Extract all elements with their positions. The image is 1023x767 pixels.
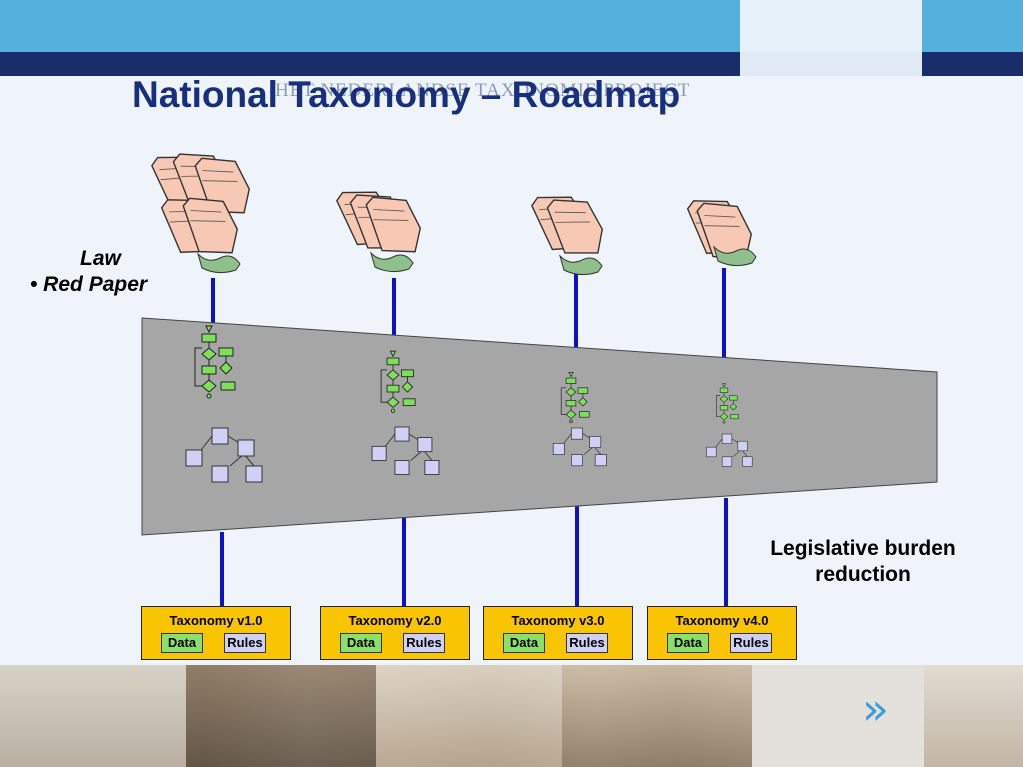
- rules-box: Rules: [224, 633, 266, 653]
- paper-stack-icon: [529, 184, 609, 276]
- connector-lines: [211, 268, 728, 607]
- footer-photo-panel: [376, 665, 562, 767]
- reduction-funnel: [141, 317, 938, 536]
- taxonomy-title: Taxonomy v4.0: [675, 613, 769, 628]
- footer-photo-panel: [752, 665, 924, 767]
- taxonomy-box-v4: Taxonomy v4.0 Data Rules: [647, 606, 797, 660]
- data-box: Data: [161, 633, 203, 653]
- law-label: Law: [80, 247, 121, 270]
- footer-photo-panel: [924, 665, 1023, 767]
- legislative-burden-note: Legislative burden reduction: [770, 537, 956, 586]
- paper-stack-icon: [334, 179, 426, 273]
- slide-title: National Taxonomy – Roadmap: [132, 74, 681, 115]
- header-band-dark-gap: [740, 52, 922, 76]
- rules-box: Rules: [566, 633, 608, 653]
- watermark-logo-text: HET NEDERLANDSE TAXONOMIE PROJECT: [275, 80, 691, 101]
- taxonomy-box-v1: Taxonomy v1.0 Data Rules: [141, 606, 291, 660]
- footer-photo-panel: [0, 665, 186, 767]
- taxonomy-box-v2: Taxonomy v2.0 Data Rules: [320, 606, 470, 660]
- taxonomy-title: Taxonomy v1.0: [169, 613, 263, 628]
- taxonomy-title: Taxonomy v2.0: [348, 613, 442, 628]
- taxonomy-box-v3: Taxonomy v3.0 Data Rules: [483, 606, 633, 660]
- data-box: Data: [503, 633, 545, 653]
- law-bullet-red-paper: • Red Paper: [30, 273, 148, 296]
- footer-photo-panel: [562, 665, 752, 767]
- paper-stack-icon: [149, 143, 255, 274]
- header-band-gap: [740, 0, 922, 52]
- rules-box: Rules: [403, 633, 445, 653]
- footer-photo-panel: [186, 665, 376, 767]
- taxonomy-title: Taxonomy v3.0: [511, 613, 605, 628]
- paper-stack-icon: [685, 189, 757, 267]
- data-box: Data: [340, 633, 382, 653]
- rules-box: Rules: [730, 633, 772, 653]
- data-box: Data: [667, 633, 709, 653]
- double-chevron-right-icon: »: [862, 684, 889, 735]
